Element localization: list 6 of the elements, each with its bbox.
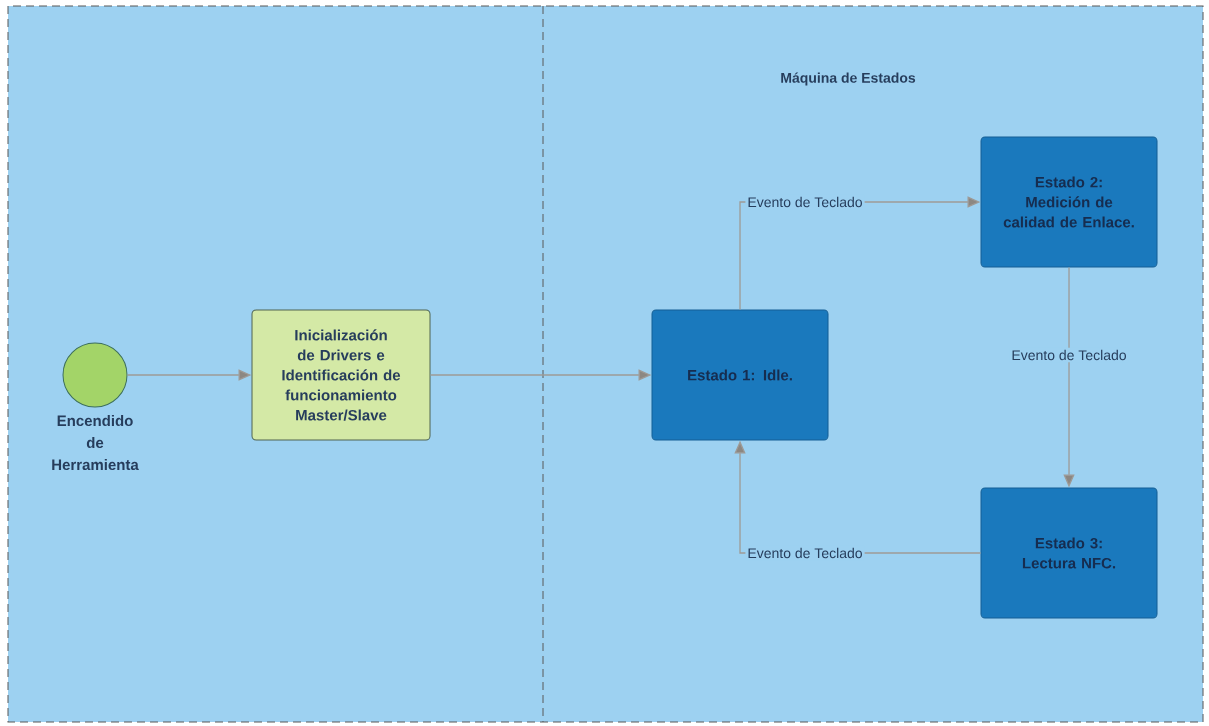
state-box: Estado 3: Lectura NFC.: [980, 487, 1158, 619]
node-label: Encendido de Herramienta: [52, 415, 139, 471]
state-box: Estado 1: Idle.: [651, 309, 829, 441]
process-box: Inicialización de Drivers e Identificación de funcionamiento Master/Slave: [251, 309, 431, 441]
state-box: Estado 2: Medición de calidad de Enlace.: [980, 136, 1158, 268]
lane-heading: Máquina de Estados: [781, 72, 916, 86]
